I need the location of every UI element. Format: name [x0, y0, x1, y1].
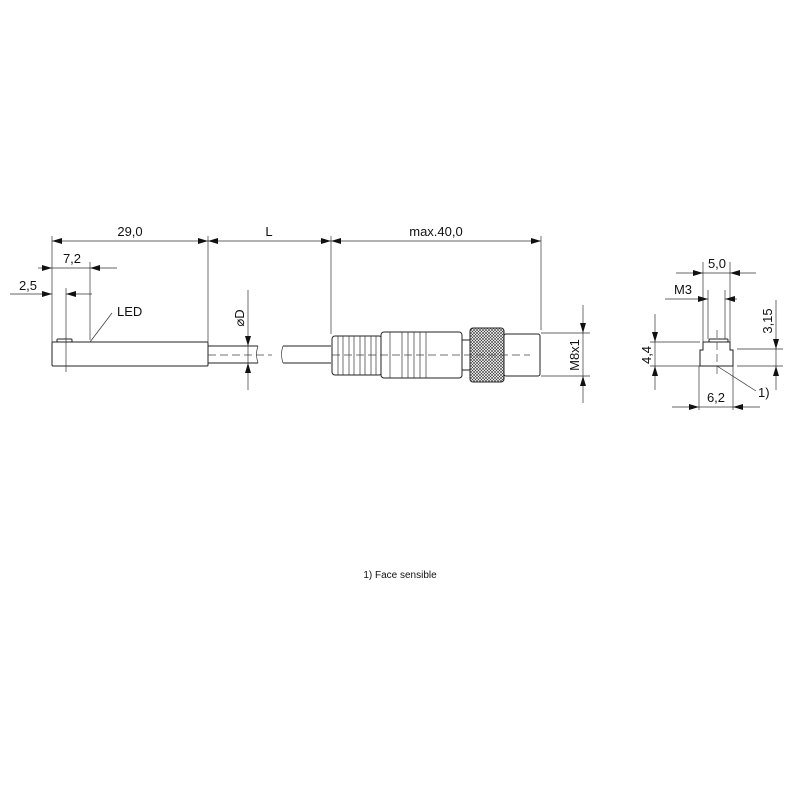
face-marker: 1)	[758, 385, 770, 400]
end-view: 5,0 M3 4,4 3,15 6,2 1)	[639, 256, 783, 410]
sensor-body	[51, 341, 209, 367]
dim-cable-length: L	[265, 224, 272, 239]
footnote: 1) Face sensible	[363, 570, 437, 581]
dim-body-length: 29,0	[117, 224, 142, 239]
cable	[208, 345, 331, 364]
dim-connector-length: max.40,0	[409, 224, 462, 239]
led-label: LED	[117, 304, 142, 319]
dim-height: 4,4	[639, 346, 654, 364]
dim-screw: M3	[674, 282, 692, 297]
m8-connector	[331, 327, 541, 383]
dim-led-offset: 7,2	[63, 251, 81, 266]
dim-cable-diameter: ⌀D	[232, 309, 247, 326]
dim-base-width: 6,2	[707, 390, 725, 405]
dim-sensor-offset: 2,5	[19, 278, 37, 293]
dim-thread: M8x1	[567, 339, 582, 371]
knurled-nut	[469, 327, 505, 383]
dim-width: 5,0	[708, 256, 726, 271]
side-view: 29,0 L max.40,0 7,2 2,5 LED ⌀D M8x1	[10, 224, 590, 403]
led-window	[56, 338, 73, 343]
dim-sensor-height: 3,15	[760, 308, 775, 333]
